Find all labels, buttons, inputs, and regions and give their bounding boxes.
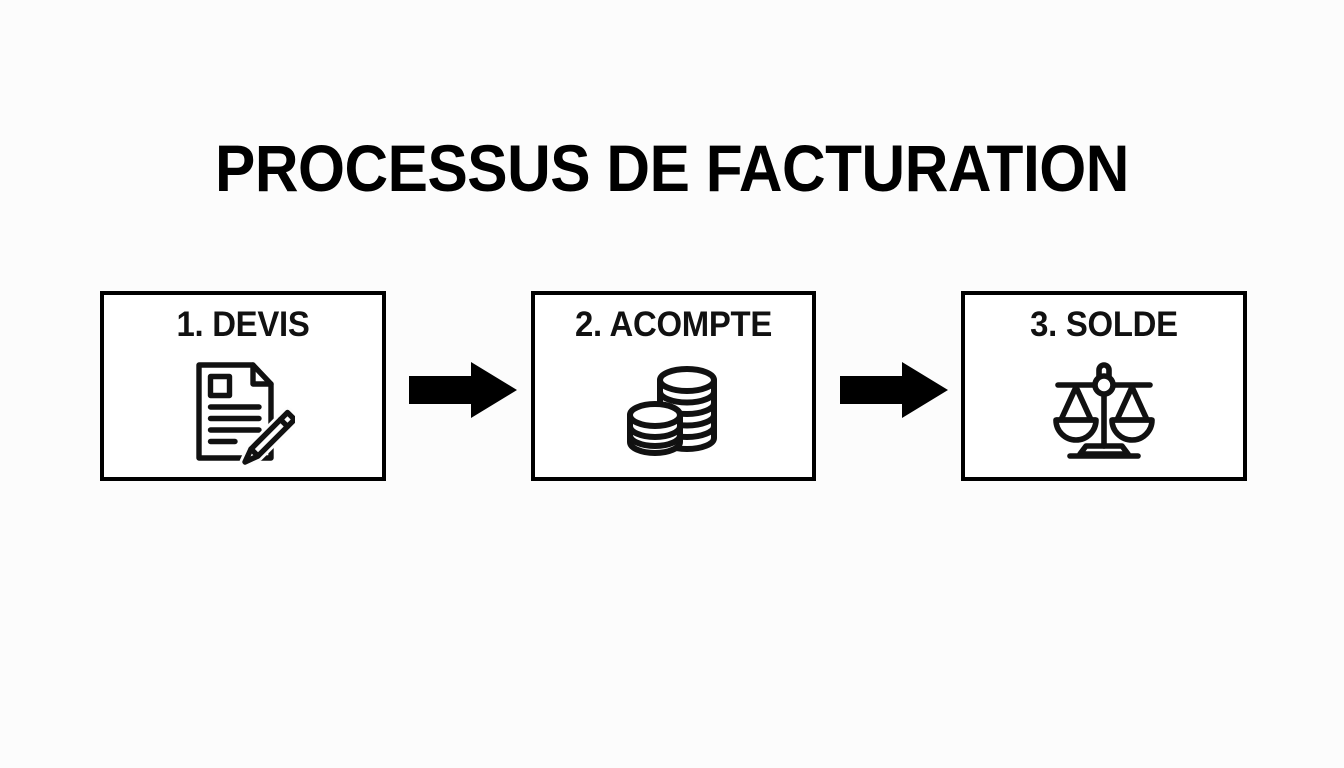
step-box-3-solde[interactable]: 3. SOLDE (961, 291, 1247, 481)
connector-arrow-1 (409, 362, 517, 418)
step-label-1: 1. DEVIS (176, 305, 310, 344)
step-label-3: 3. SOLDE (1030, 305, 1178, 344)
step-box-1-devis[interactable]: 1. DEVIS (100, 291, 386, 481)
step-label-2: 2. ACOMPTE (574, 305, 773, 344)
arrow-right-icon (840, 362, 948, 418)
step-icon-wrap-1 (104, 353, 382, 471)
step-icon-wrap-3 (965, 353, 1243, 471)
scale-hub (1092, 373, 1116, 397)
connector-arrow-2 (840, 362, 948, 418)
document-pencil-icon (196, 362, 295, 465)
page-title: PROCESSUS DE FACTURATION (215, 131, 1129, 205)
balance-scale-icon (1053, 362, 1155, 459)
arrow-right-icon (409, 362, 517, 418)
coin-stack-icon (626, 366, 717, 456)
step-box-2-acompte[interactable]: 2. ACOMPTE (531, 291, 816, 481)
step-icon-wrap-2 (535, 353, 812, 471)
